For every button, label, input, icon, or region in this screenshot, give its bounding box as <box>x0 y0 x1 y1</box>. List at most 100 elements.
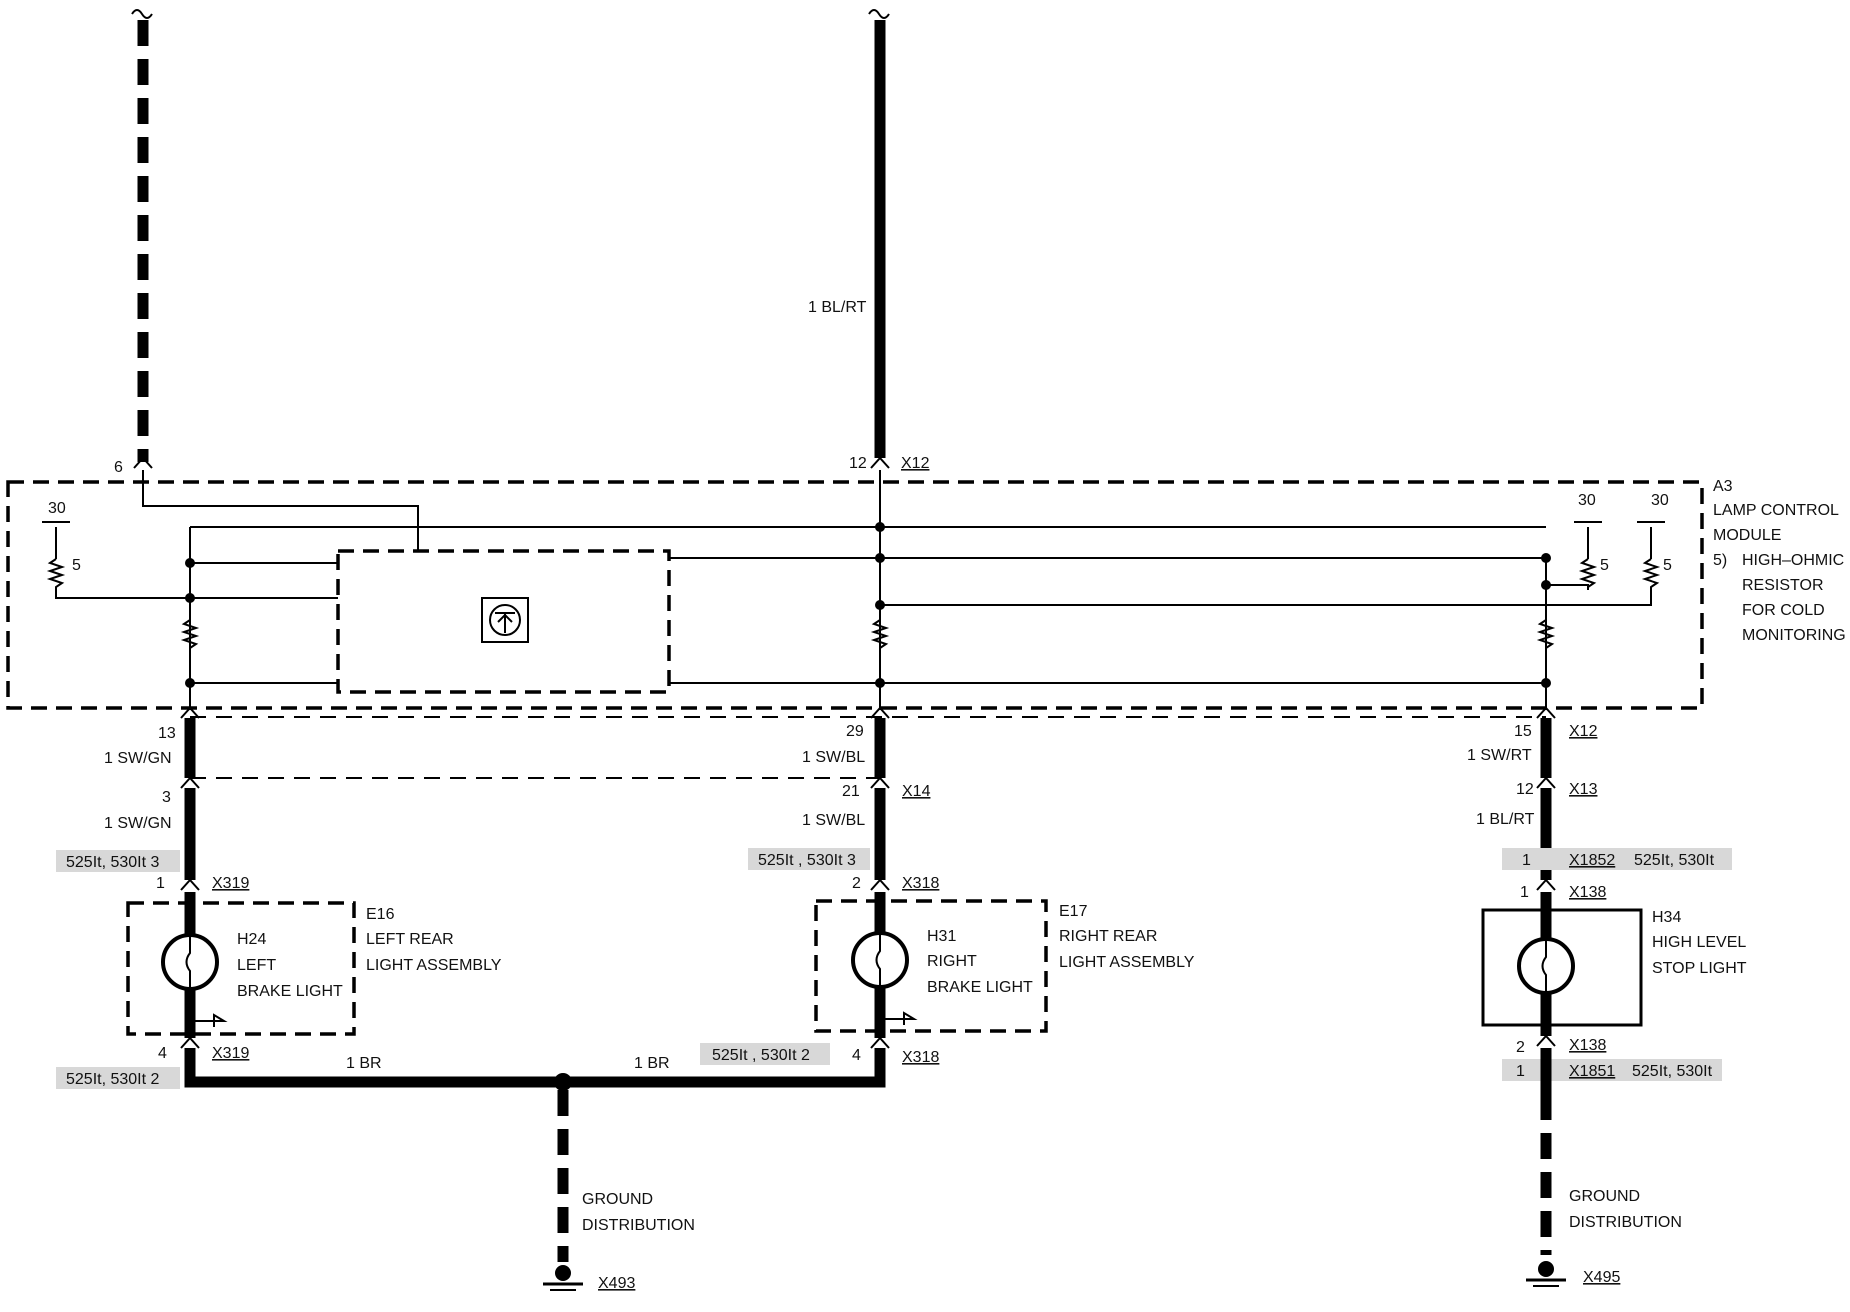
ground-label: GROUND <box>582 1191 653 1208</box>
ground-tab-icon <box>190 1013 228 1027</box>
connector-mark <box>180 1036 200 1049</box>
conn-x493: X493 <box>598 1275 635 1292</box>
wire-break-symbol <box>131 9 153 19</box>
note-ref-5: 5 <box>1663 557 1672 574</box>
module-inner-dashed-box <box>336 549 671 694</box>
wire-label-1br: 1 BR <box>634 1055 670 1072</box>
pin-6: 6 <box>114 459 123 476</box>
wire-label: 1 SW/RT <box>1467 747 1532 764</box>
connector-mark <box>870 776 890 789</box>
h34-box <box>1481 908 1643 1027</box>
pin-15: 15 <box>1514 723 1532 740</box>
ground-tab-icon <box>880 1011 918 1025</box>
wire-label: 1 SW/BL <box>802 812 865 829</box>
note-line: RESISTOR <box>1742 577 1824 594</box>
conn-x495: X495 <box>1583 1269 1620 1286</box>
pin-1: 1 <box>156 875 165 892</box>
note-line: HIGH–OHMIC <box>1742 552 1844 569</box>
lamp-h31: H31 <box>927 928 956 945</box>
wire-label-1br: 1 BR <box>346 1055 382 1072</box>
comp-e17: E17 <box>1059 903 1088 920</box>
wire-label: 1 BL/RT <box>1476 811 1535 828</box>
conn-x13: X13 <box>1569 781 1598 798</box>
resistor-icon <box>1536 619 1556 654</box>
e16-dashed-box <box>126 901 356 1036</box>
module-ref: A3 <box>1713 478 1733 495</box>
connector-mark <box>870 706 890 719</box>
conn-x12: X12 <box>1569 723 1598 740</box>
wire-1br-ground-bus <box>184 1048 886 1088</box>
variant-conn: X1852 <box>1569 852 1615 869</box>
variant-pin: 1 <box>1522 852 1531 869</box>
variant-shade <box>56 1067 180 1089</box>
note-ref-5: 5 <box>72 557 81 574</box>
lamp-h24-line: LEFT <box>237 957 276 974</box>
lamp-h34: H34 <box>1652 909 1681 926</box>
pin-29: 29 <box>846 723 864 740</box>
conn-x318: X318 <box>902 875 939 892</box>
pin-3: 3 <box>162 789 171 806</box>
resistor-icon <box>180 619 200 654</box>
wire-label-top: 1 BL/RT <box>808 299 867 316</box>
resistor-icon <box>1578 558 1598 590</box>
transistor-icon <box>489 604 521 636</box>
note-number: 5) <box>1713 552 1727 569</box>
comp-e17-line: LIGHT ASSEMBLY <box>1059 954 1195 971</box>
wire-break-symbol <box>868 9 890 19</box>
resistor-icon <box>870 619 890 654</box>
ground-label: GROUND <box>1569 1188 1640 1205</box>
term-30: 30 <box>1578 492 1596 509</box>
pin-1: 1 <box>1520 884 1529 901</box>
wire-label: 1 SW/BL <box>802 749 865 766</box>
comp-e17-line: RIGHT REAR <box>1059 928 1157 945</box>
ground-label: DISTRIBUTION <box>1569 1214 1682 1231</box>
variant-label: 525It, 530It 2 <box>66 1071 160 1088</box>
term-30: 30 <box>1651 492 1669 509</box>
variant-shade <box>56 850 180 872</box>
conn-x319: X319 <box>212 875 249 892</box>
note-line: FOR COLD <box>1742 602 1825 619</box>
variant-label: 525It , 530It 3 <box>758 852 856 869</box>
pin-4: 4 <box>852 1047 861 1064</box>
comp-e16: E16 <box>366 906 395 923</box>
connector-mark <box>1536 1034 1556 1047</box>
variant-label: 525It , 530It 2 <box>712 1047 810 1064</box>
connector-mark <box>1536 878 1556 891</box>
conn-x318: X318 <box>902 1049 939 1066</box>
bulb-filament <box>185 935 191 989</box>
resistor-icon <box>46 558 66 590</box>
connector-mark <box>870 878 890 891</box>
ground-icon <box>543 1265 583 1291</box>
module-internal-wiring <box>42 470 1665 710</box>
bulb-filament <box>875 933 881 987</box>
variant-label: 525It, 530It <box>1632 1063 1713 1080</box>
variant-shade <box>700 1043 830 1065</box>
bulb-filament <box>1541 939 1547 993</box>
lamp-control-module-boundary <box>6 480 1704 710</box>
conn-x138: X138 <box>1569 1037 1606 1054</box>
lamp-h31-line: RIGHT <box>927 953 977 970</box>
note-ref-5: 5 <box>1600 557 1609 574</box>
variant-shade <box>1502 848 1732 870</box>
conn-x14: X14 <box>902 783 931 800</box>
pin-2: 2 <box>1516 1039 1525 1056</box>
connector-mark <box>180 776 200 789</box>
variant-label: 525It, 530It <box>1634 852 1715 869</box>
connector-mark <box>180 878 200 891</box>
connector-mark <box>870 1036 890 1049</box>
pin-12: 12 <box>1516 781 1534 798</box>
variant-pin: 1 <box>1516 1063 1525 1080</box>
pin-4: 4 <box>158 1045 167 1062</box>
junction-dots <box>185 522 1551 688</box>
conn-x12-top: X12 <box>901 455 930 472</box>
wire-label: 1 SW/GN <box>104 750 172 767</box>
module-name-line: MODULE <box>1713 527 1781 544</box>
lamp-h24-line: BRAKE LIGHT <box>237 983 343 1000</box>
comp-e16-line: LIGHT ASSEMBLY <box>366 957 502 974</box>
term-30: 30 <box>48 500 66 517</box>
variant-label: 525It, 530It 3 <box>66 854 160 871</box>
lamp-h31-line: BRAKE LIGHT <box>927 979 1033 996</box>
connector-mark <box>133 456 153 469</box>
lamp-h34-line: HIGH LEVEL <box>1652 934 1746 951</box>
transistor-symbol-box <box>481 597 529 643</box>
